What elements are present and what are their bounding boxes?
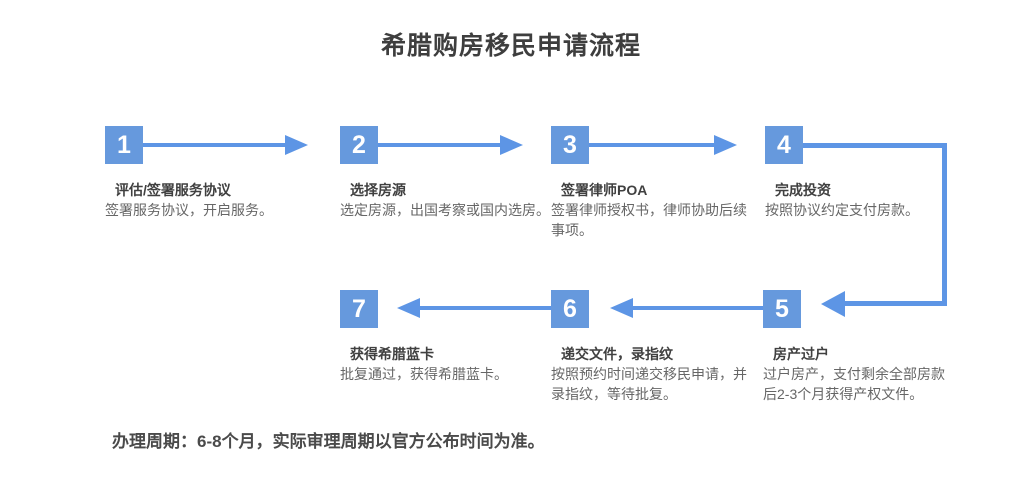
step-6-label: 递交文件，录指纹 — [561, 346, 673, 362]
arrow-line — [420, 306, 551, 310]
page-title: 希腊购房移民申请流程 — [380, 32, 641, 60]
step-2-number-box: 2 — [340, 126, 378, 164]
step-4-description: 按照协议约定支付房款。 — [765, 202, 919, 218]
arrow-line — [633, 306, 763, 310]
arrow-line — [143, 143, 285, 147]
arrow-line — [589, 143, 714, 147]
arrow-left-icon — [610, 298, 633, 318]
step-5-description: 过户房产，支付剩余全部房款 后2-3个月获得产权文件。 — [763, 366, 945, 402]
step-5-label: 房产过户 — [773, 346, 829, 362]
step-6-description: 按照预约时间递交移民申请，并 录指纹，等待批复。 — [551, 366, 747, 402]
connector-bottom-segment — [845, 301, 947, 306]
step-6-number-box: 6 — [551, 290, 589, 328]
step-1-label: 评估/签署服务协议 — [115, 182, 231, 198]
arrow-left-icon — [397, 298, 420, 318]
arrow-right-icon — [285, 135, 308, 155]
step-2-label: 选择房源 — [350, 182, 406, 198]
connector-vertical-segment — [942, 143, 947, 306]
step-2-description: 选定房源，出国考察或国内选房。 — [340, 202, 550, 218]
processing-period-note: 办理周期：6-8个月，实际审理周期以官方公布时间为准。 — [112, 432, 545, 451]
step-4-label: 完成投资 — [775, 182, 831, 198]
connector-top-segment — [803, 143, 947, 148]
step-7-description: 批复通过，获得希腊蓝卡。 — [340, 366, 508, 382]
step-4-number-box: 4 — [765, 126, 803, 164]
arrow-right-icon — [500, 135, 523, 155]
arrow-left-icon — [821, 291, 845, 317]
step-1-number-box: 1 — [105, 126, 143, 164]
arrow-line — [378, 143, 500, 147]
step-7-label: 获得希腊蓝卡 — [350, 346, 434, 362]
step-7-number-box: 7 — [340, 290, 378, 328]
step-5-number-box: 5 — [763, 290, 801, 328]
step-3-number-box: 3 — [551, 126, 589, 164]
arrow-right-icon — [714, 135, 737, 155]
step-3-label: 签署律师POA — [561, 182, 648, 198]
step-1-description: 签署服务协议，开启服务。 — [105, 202, 273, 218]
step-3-description: 签署律师授权书，律师协助后续 事项。 — [551, 202, 747, 238]
